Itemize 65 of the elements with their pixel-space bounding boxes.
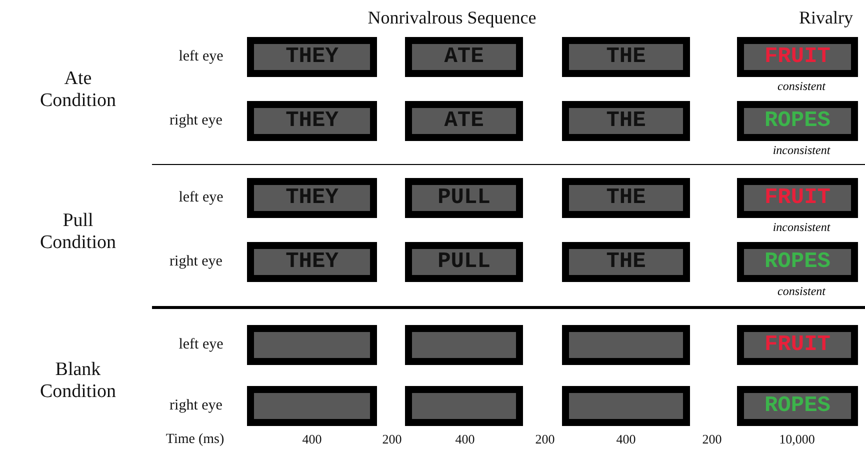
condition-note: inconsistent [772, 220, 830, 235]
display-screen [562, 37, 690, 77]
duration-label: 400 [616, 432, 636, 448]
display-screen [737, 325, 858, 365]
blank-screen [562, 325, 690, 365]
eye-label: right eye [170, 397, 222, 415]
blank-screen [247, 325, 377, 365]
stimulus-word: THE [606, 110, 646, 132]
blank-screen [247, 386, 377, 426]
display-screen [247, 101, 377, 141]
stimulus-word: PULL [438, 187, 490, 209]
blank-screen [405, 386, 523, 426]
stimulus-word: ATE [444, 46, 484, 68]
display-screen [247, 37, 377, 77]
stimulus-word: THE [606, 187, 646, 209]
eye-label: right eye [170, 112, 222, 130]
condition-label: Ate Condition [38, 68, 117, 112]
stimulus-word: ROPES [764, 110, 830, 132]
stimulus-word: FRUIT [764, 187, 830, 209]
display-screen [405, 242, 523, 282]
stimulus-word: ROPES [764, 251, 830, 273]
axis-label: Time (ms) [166, 432, 224, 448]
stimulus-word: THEY [286, 110, 338, 132]
display-screen [737, 37, 858, 77]
eye-label: left eye [178, 336, 224, 354]
stimulus-word: THEY [286, 187, 338, 209]
blank-screen [562, 386, 690, 426]
display-screen [562, 101, 690, 141]
stimulus-word: FRUIT [764, 334, 830, 356]
condition-note: consistent [778, 79, 826, 94]
stimulus-word: PULL [438, 251, 490, 273]
blank-screen [405, 325, 523, 365]
column-heading: Nonrivalrous Sequence [368, 8, 536, 28]
display-screen [737, 101, 858, 141]
duration-label: 200 [702, 432, 722, 448]
display-screen [405, 101, 523, 141]
condition-note: inconsistent [772, 143, 830, 158]
stimulus-word: THE [606, 251, 646, 273]
duration-label: 400 [455, 432, 475, 448]
stimulus-word: THE [606, 46, 646, 68]
stimulus-word: ATE [444, 110, 484, 132]
display-screen [562, 242, 690, 282]
display-screen [247, 242, 377, 282]
stimulus-word: THEY [286, 46, 338, 68]
column-heading: Rivalry [799, 8, 853, 28]
display-screen [737, 178, 858, 218]
duration-label: 400 [302, 432, 322, 448]
eye-label: left eye [178, 48, 224, 66]
stimulus-word: FRUIT [764, 46, 830, 68]
display-screen [247, 178, 377, 218]
condition-label: Blank Condition [38, 359, 117, 403]
duration-label: 200 [382, 432, 402, 448]
stimulus-word: ROPES [764, 395, 830, 417]
condition-note: consistent [778, 284, 826, 299]
stimulus-word: THEY [286, 251, 338, 273]
display-screen [737, 386, 858, 426]
eye-label: right eye [170, 253, 222, 271]
display-screen [405, 178, 523, 218]
duration-label: 10,000 [779, 432, 815, 448]
condition-label: Pull Condition [38, 210, 117, 254]
display-screen [737, 242, 858, 282]
duration-label: 200 [535, 432, 555, 448]
eye-label: left eye [178, 189, 224, 207]
display-screen [405, 37, 523, 77]
display-screen [562, 178, 690, 218]
